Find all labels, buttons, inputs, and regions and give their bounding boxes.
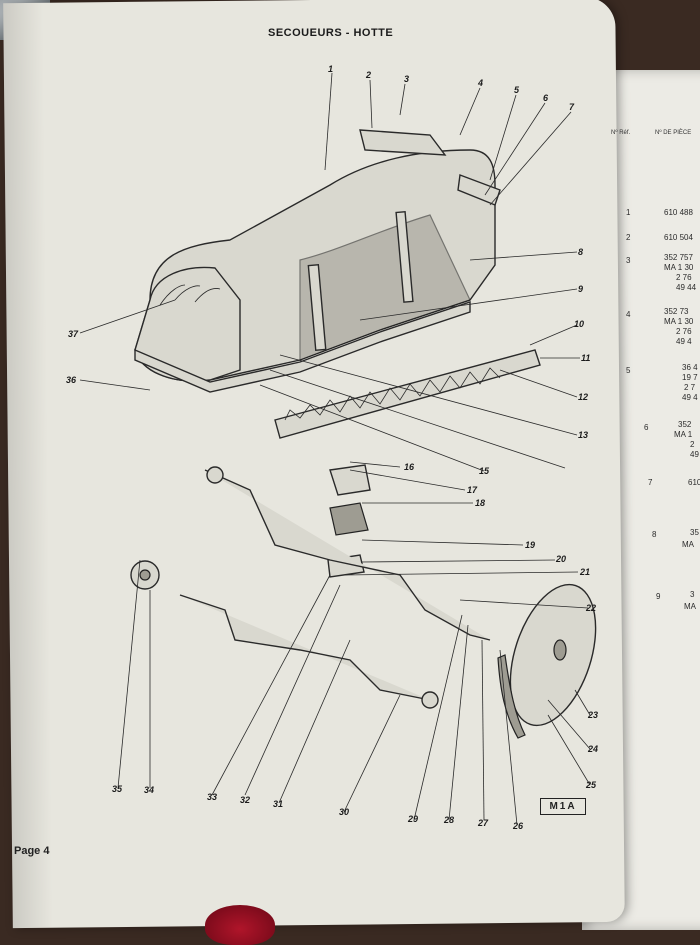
callout-15: 15 (479, 466, 490, 476)
column-header-ref: Nº Réf. (611, 130, 631, 136)
callout-31: 31 (273, 799, 283, 809)
callout-11: 11 (581, 353, 590, 363)
callout-28: 28 (443, 815, 454, 825)
leader-lines (79, 72, 591, 826)
list-item: 9 (656, 592, 661, 601)
page-number-label: Page 4 (14, 845, 50, 857)
callout-2: 2 (365, 70, 371, 80)
fingernail (205, 905, 275, 945)
callout-numbers: 1 2 3 4 5 6 7 8 9 10 11 12 13 15 16 17 1… (66, 64, 598, 831)
list-item: 5 (626, 366, 631, 375)
list-item: 7 (648, 478, 653, 487)
callout-10: 10 (574, 319, 584, 329)
callout-12: 12 (578, 392, 588, 402)
part-code: 49 4 (676, 337, 692, 346)
callout-23: 23 (587, 710, 598, 720)
part-code: 35 (690, 528, 699, 537)
figure-code-box: M1A (540, 798, 586, 815)
callout-18: 18 (475, 498, 485, 508)
callout-25: 25 (585, 780, 597, 790)
bracket-top (329, 464, 371, 496)
callout-32: 32 (240, 795, 250, 805)
part-code: 352 757 (664, 253, 693, 262)
part-code: 3 (690, 590, 695, 599)
part-code: 2 76 (676, 273, 692, 282)
callout-27: 27 (477, 818, 489, 828)
part-code: MA (682, 540, 694, 549)
callout-7: 7 (569, 102, 575, 112)
callout-9: 9 (578, 284, 583, 294)
hood-top-plate (359, 129, 447, 156)
callout-30: 30 (339, 807, 349, 817)
hood-assembly (134, 129, 501, 393)
drive-belt (497, 654, 526, 739)
part-code: MA (684, 602, 696, 611)
callout-22: 22 (585, 603, 596, 613)
callout-35: 35 (112, 784, 123, 794)
callout-6: 6 (543, 93, 549, 103)
part-code: 36 4 (682, 363, 698, 372)
callout-26: 26 (512, 821, 524, 831)
part-code: MA 1 30 (664, 317, 694, 326)
hood-base-rim (134, 301, 471, 393)
hood-shadow (299, 214, 471, 361)
callout-29: 29 (407, 814, 418, 824)
callout-8: 8 (578, 247, 583, 257)
callout-13: 13 (578, 430, 588, 440)
upper-crankshaft (204, 469, 491, 641)
list-item: 3 (626, 256, 631, 265)
list-item: 6 (644, 423, 649, 432)
callout-20: 20 (555, 554, 566, 564)
callout-16: 16 (404, 462, 415, 472)
callout-17: 17 (467, 485, 478, 495)
hood-brace-right (395, 210, 414, 303)
part-code: 2 76 (676, 327, 692, 336)
column-header-piece: Nº DE PIÈCE (655, 130, 692, 136)
bearing-right (421, 691, 439, 709)
part-code: 19 7 (682, 373, 698, 382)
bearing-left (206, 466, 224, 484)
part-code: 2 (690, 440, 695, 449)
callout-5: 5 (514, 85, 520, 95)
callout-24: 24 (587, 744, 598, 754)
callout-33: 33 (207, 792, 217, 802)
part-code: 2 7 (684, 383, 696, 392)
part-code: 352 (678, 420, 692, 429)
lower-crankshaft (179, 594, 431, 701)
list-item: 8 (652, 530, 657, 539)
mounting-bracket (327, 464, 371, 578)
part-code: 610 (688, 478, 700, 487)
callout-19: 19 (525, 540, 535, 550)
callout-36: 36 (66, 375, 77, 385)
list-item: 4 (626, 310, 631, 319)
list-item: 2 (626, 233, 631, 242)
list-item: 1 (626, 208, 631, 217)
callout-37: 37 (68, 329, 79, 339)
part-code: 49 44 (676, 283, 697, 292)
callout-34: 34 (144, 785, 154, 795)
large-pulley (509, 583, 597, 727)
page-title: SECOUEURS - HOTTE (268, 27, 394, 39)
callout-1: 1 (328, 64, 333, 74)
part-code: 610 488 (664, 208, 693, 217)
callout-3: 3 (404, 74, 409, 84)
hood-rear-bar (457, 174, 501, 206)
part-code: 49 (690, 450, 699, 459)
part-code: 352 73 (664, 307, 689, 316)
part-code: 610 504 (664, 233, 693, 242)
part-code: 49 4 (682, 393, 698, 402)
callout-4: 4 (477, 78, 483, 88)
hood-brace-left (307, 263, 327, 352)
part-code: MA 1 30 (664, 263, 694, 272)
callout-21: 21 (579, 567, 590, 577)
bracket-block (329, 502, 369, 536)
part-code: MA 1 (674, 430, 693, 439)
